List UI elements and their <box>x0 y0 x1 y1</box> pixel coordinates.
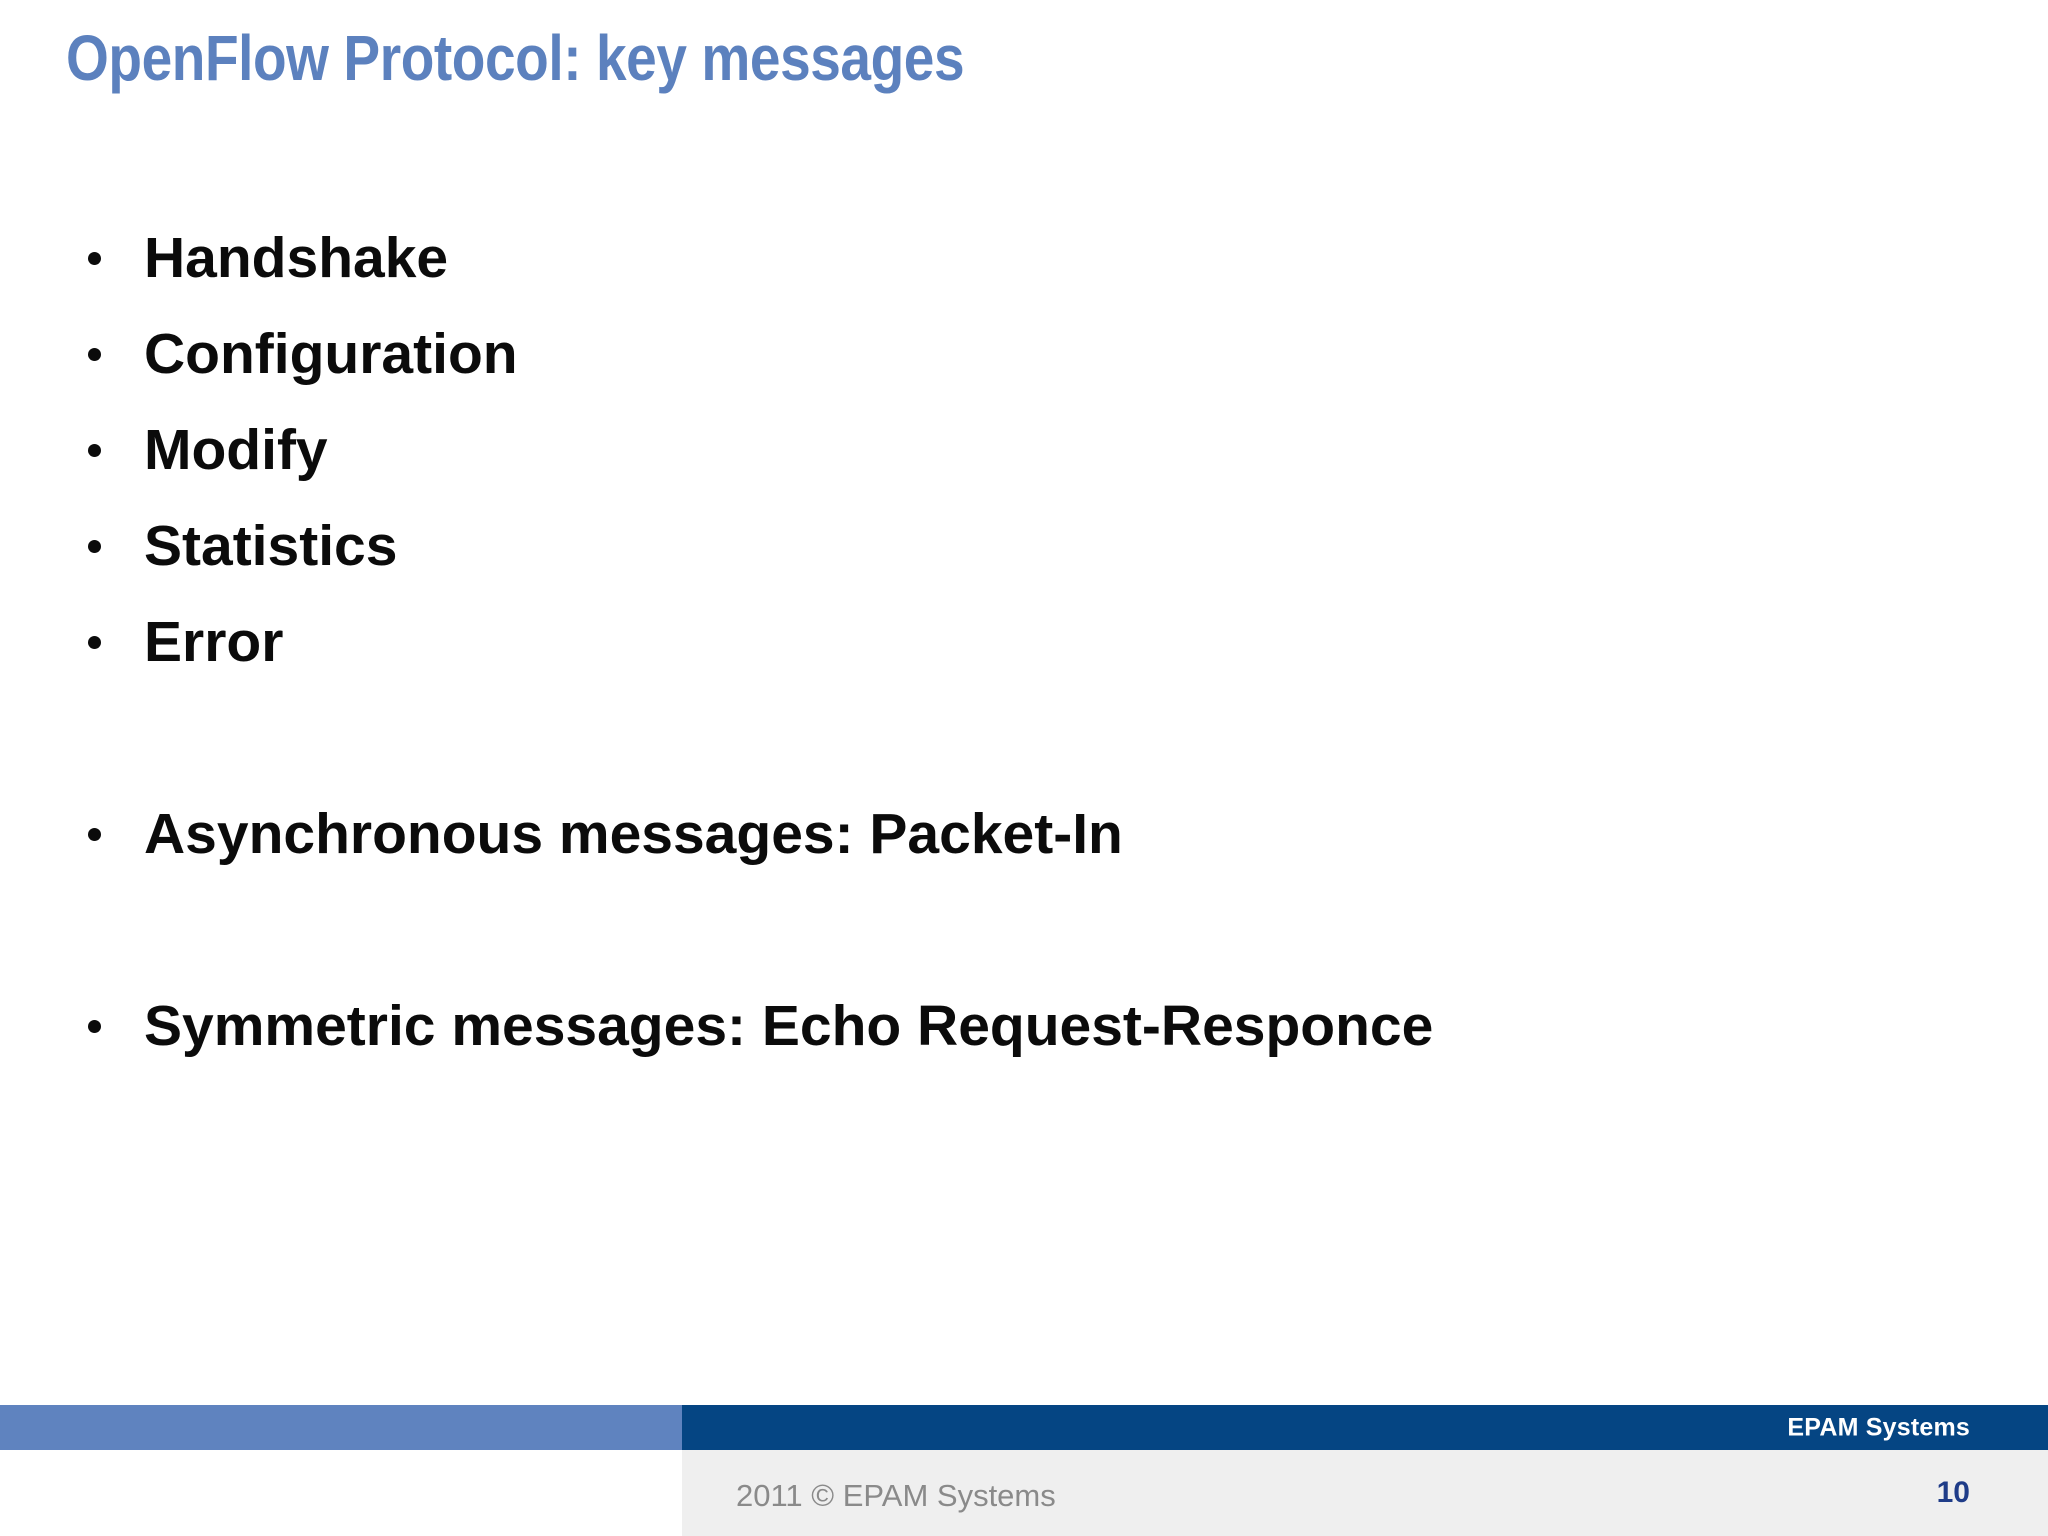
list-item: Statistics <box>66 498 1946 594</box>
brand-label: EPAM Systems <box>1787 1413 1970 1441</box>
bullet-dot-icon <box>88 540 101 553</box>
list-item: Error <box>66 594 1946 690</box>
bullet-dot-icon <box>88 444 101 457</box>
list-item: Symmetric messages: Echo Request-Responc… <box>66 978 1946 1074</box>
footer-bar-right-accent: EPAM Systems <box>682 1405 2048 1450</box>
list-item-label: Modify <box>144 418 328 482</box>
page-number: 10 <box>1936 1476 1970 1509</box>
copyright-text: 2011 © EPAM Systems <box>736 1478 1056 1513</box>
list-item: Handshake <box>66 210 1946 306</box>
list-item-label: Symmetric messages: Echo Request-Responc… <box>144 994 1434 1058</box>
list-item-label: Statistics <box>144 514 398 578</box>
footer-strip <box>682 1450 2048 1536</box>
list-spacer <box>66 882 1946 978</box>
bullet-dot-icon <box>88 636 101 649</box>
list-item-label: Configuration <box>144 322 518 386</box>
bullet-list: Handshake Configuration Modify Statistic… <box>66 210 1946 1074</box>
bullet-dot-icon <box>88 828 101 841</box>
title-block: OpenFlow Protocol: key messages <box>66 26 1766 126</box>
body-content: Handshake Configuration Modify Statistic… <box>66 210 1946 1074</box>
footer-bar: EPAM Systems <box>0 1405 2048 1450</box>
list-item: Configuration <box>66 306 1946 402</box>
list-item-label: Error <box>144 610 284 674</box>
list-item: Modify <box>66 402 1946 498</box>
page-title: OpenFlow Protocol: key messages <box>66 22 965 94</box>
bullet-dot-icon <box>88 252 101 265</box>
bullet-dot-icon <box>88 348 101 361</box>
list-spacer <box>66 690 1946 786</box>
footer-strip-left-blank <box>0 1450 682 1536</box>
list-item-label: Handshake <box>144 226 449 290</box>
list-item: Asynchronous messages: Packet-In <box>66 786 1946 882</box>
list-item-label: Asynchronous messages: Packet-In <box>144 802 1123 866</box>
bullet-dot-icon <box>88 1020 101 1033</box>
footer-bar-left-accent <box>0 1405 682 1450</box>
